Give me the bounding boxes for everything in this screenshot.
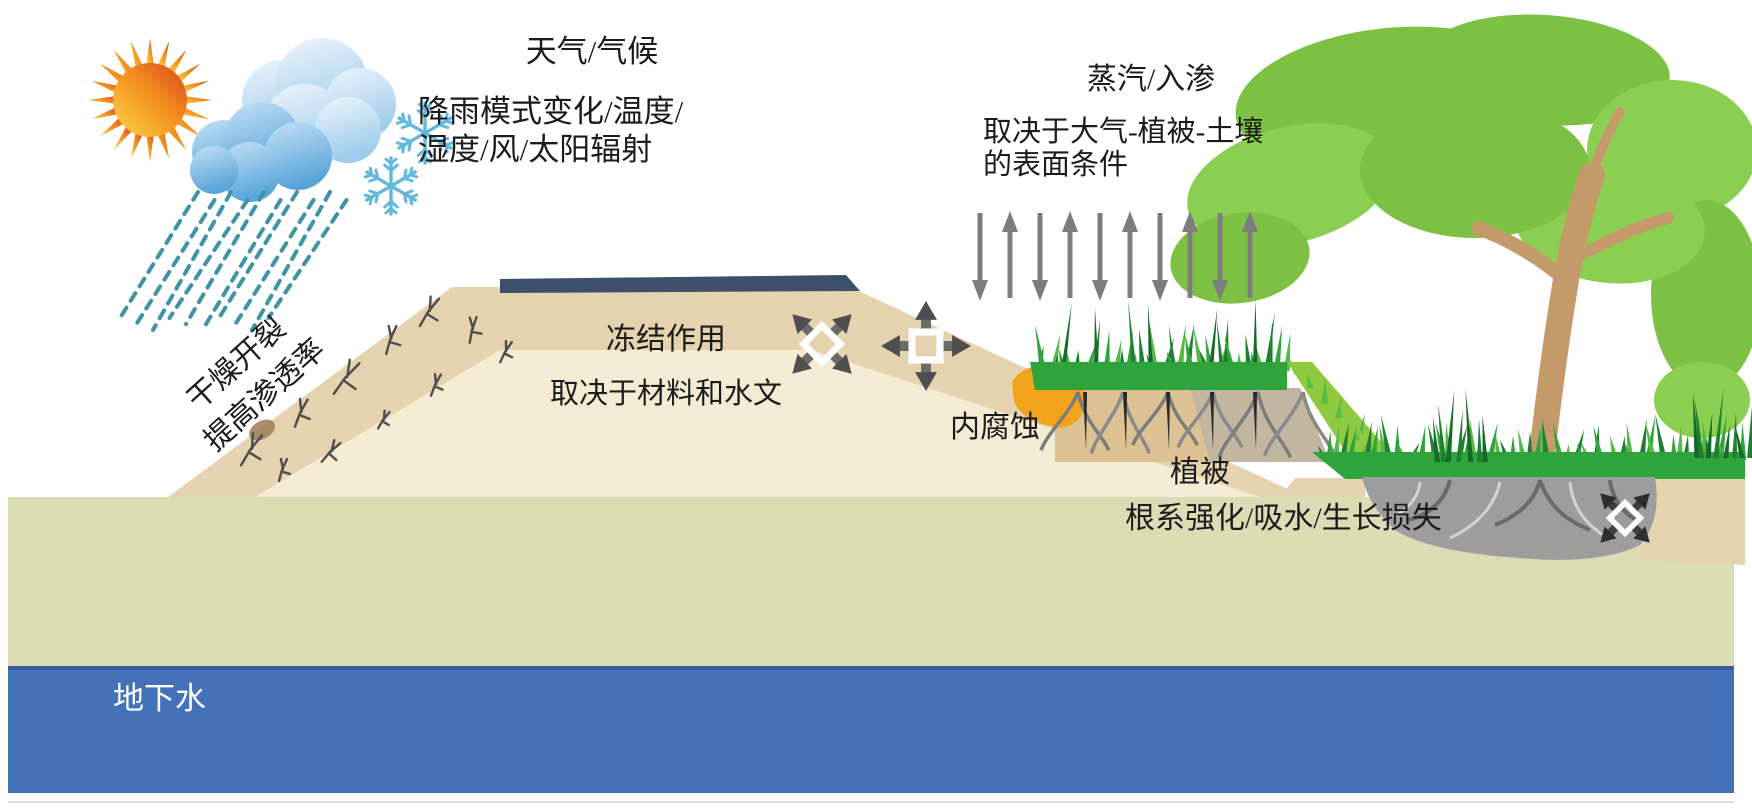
crest-liner <box>500 275 860 293</box>
weather-label-block: 天气/气候 降雨模式变化/温度/ 湿度/风/太阳辐射 <box>418 26 766 169</box>
freezing-label-block: 冻结作用 取决于材料和水文 <box>528 314 804 412</box>
evaporation-line1: 取决于大气-植被-土壤 <box>983 116 1264 148</box>
root-ball-icon <box>1362 477 1657 560</box>
expansion-diamond-icon <box>1600 493 1650 543</box>
tree-icon <box>1170 14 1752 485</box>
freezing-title: 冻结作用 <box>606 323 726 356</box>
rain-icon <box>118 190 349 332</box>
tree-trunk <box>1471 107 1674 485</box>
rain-cloud-icon <box>118 38 396 332</box>
tree-foliage <box>1170 14 1752 438</box>
expansion-diamond-icon <box>792 314 852 374</box>
expansion-square-icon <box>881 301 971 391</box>
slope-debris <box>249 419 275 441</box>
weather-line2: 湿度/风/太阳辐射 <box>418 132 653 167</box>
weather-title: 天气/气候 <box>525 34 659 69</box>
vapor-arrow-icons <box>972 211 1258 301</box>
weather-line1: 降雨模式变化/温度/ <box>418 94 684 129</box>
sun-icon <box>88 38 212 162</box>
evaporation-title: 蒸汽/入渗 <box>1086 63 1216 96</box>
internal-erosion-label: 内腐蚀 <box>950 411 1040 444</box>
grass-icon <box>1030 300 1752 479</box>
freezing-line1: 取决于材料和水文 <box>549 378 782 410</box>
levee-embankment <box>168 275 1745 565</box>
vegetation-title: 植被 <box>1170 456 1230 489</box>
groundwater-layer <box>8 666 1734 803</box>
snowflake-icon <box>363 101 455 216</box>
evaporation-line2: 的表面条件 <box>983 149 1129 181</box>
groundwater-label: 地下水 <box>113 681 206 716</box>
vegetation-line1: 根系强化/吸水/生长损失 <box>1125 502 1442 535</box>
drying-crack-icons <box>239 295 514 483</box>
evaporation-label-block: 蒸汽/入渗 取决于大气-植被-土壤 的表面条件 <box>983 54 1319 182</box>
